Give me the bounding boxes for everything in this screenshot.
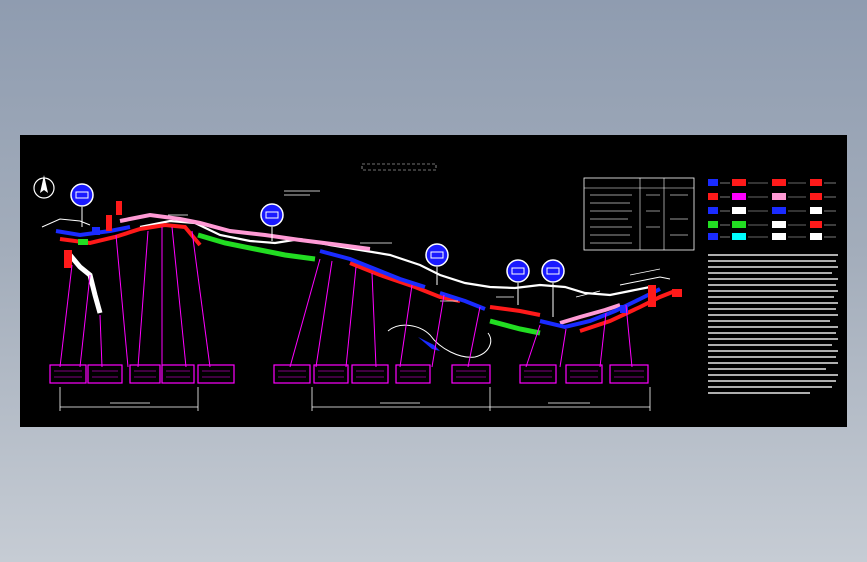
cad-drawing-canvas[interactable]	[20, 135, 847, 427]
route-segment-pink-2	[559, 303, 621, 325]
route-segment-green	[197, 232, 541, 336]
route-segment-pink	[119, 212, 371, 251]
north-arrow-icon	[33, 175, 55, 199]
station-marker-icon	[541, 259, 565, 317]
route-annotations	[168, 190, 661, 302]
station-marker-icon	[506, 259, 530, 305]
notes-block	[708, 254, 838, 394]
dimension-lines	[59, 387, 651, 411]
drawing-title-block	[361, 163, 437, 171]
legend-table	[583, 177, 695, 251]
symbol-legend	[708, 179, 836, 240]
lake-outline	[387, 324, 492, 358]
station-info-boxes	[49, 364, 649, 384]
station-marker-icon	[260, 203, 284, 241]
station-markers	[70, 183, 565, 317]
leader-lines	[59, 226, 633, 368]
terrain-line	[139, 219, 651, 297]
station-marker-icon	[70, 183, 94, 227]
right-junction-cluster	[619, 276, 682, 313]
station-box-text	[54, 370, 644, 378]
lake-fill	[418, 337, 440, 351]
route-segment-blue	[55, 225, 661, 330]
route-segment-red	[59, 222, 676, 333]
route-plan-drawing	[33, 163, 838, 411]
station-marker-icon	[425, 243, 449, 285]
